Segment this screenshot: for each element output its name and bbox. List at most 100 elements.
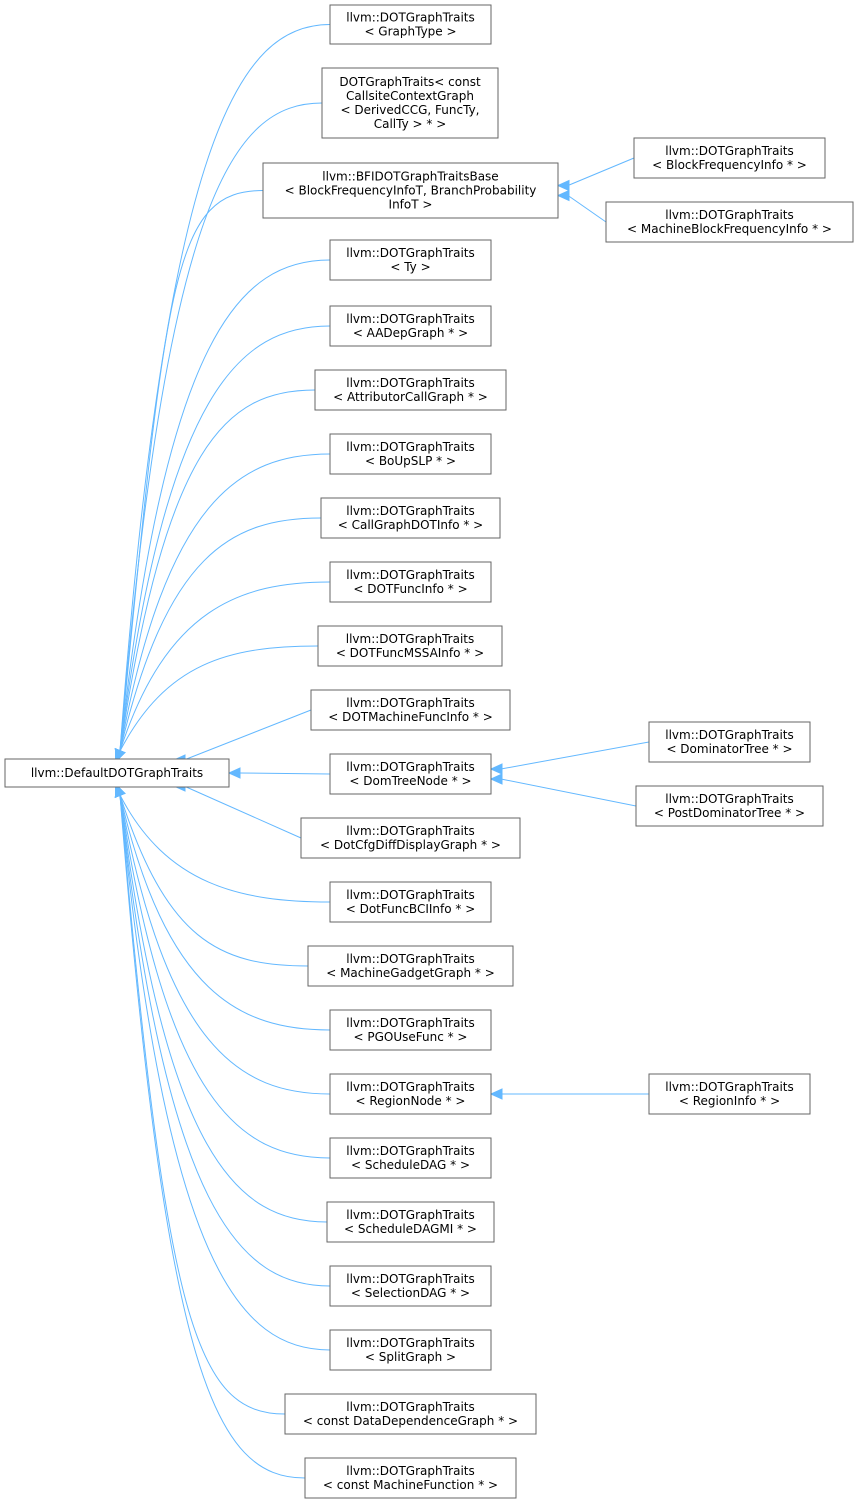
node-box: [648, 721, 811, 763]
node-label-line: llvm::DOTGraphTraits: [346, 312, 475, 326]
class-node-graphtype[interactable]: llvm::DOTGraphTraits< GraphType >: [329, 4, 492, 45]
node-label-line: < BlockFrequencyInfoT, BranchProbability: [285, 184, 537, 198]
node-label-line: < const MachineFunction * >: [323, 1478, 498, 1492]
node-box: [329, 1073, 492, 1115]
node-box: [329, 305, 492, 347]
arrowhead: [227, 767, 241, 779]
node-label-line: llvm::DOTGraphTraits: [346, 1272, 475, 1286]
node-label-line: < DominatorTree * >: [666, 742, 792, 756]
arrowhead: [489, 763, 503, 775]
node-box: [329, 881, 492, 923]
node-box: [605, 201, 854, 243]
class-node-machineblockfreq[interactable]: llvm::DOTGraphTraits< MachineBlockFreque…: [605, 201, 854, 243]
node-label-line: < BoUpSLP * >: [365, 454, 456, 468]
node-box: [329, 561, 492, 603]
node-label-line: llvm::DOTGraphTraits: [346, 1016, 475, 1030]
class-node-pgousefunc[interactable]: llvm::DOTGraphTraits< PGOUseFunc * >: [329, 1009, 492, 1051]
edge-dotmachinefunc-to-default: [172, 709, 312, 766]
node-label-line: llvm::DOTGraphTraits: [346, 1400, 475, 1414]
class-node-regionnode[interactable]: llvm::DOTGraphTraits< RegionNode * >: [329, 1073, 492, 1115]
node-label-line: CallTy > * >: [374, 117, 447, 131]
node-box: [321, 67, 499, 139]
node-label-line: < RegionNode * >: [356, 1094, 466, 1108]
class-node-datadependence[interactable]: llvm::DOTGraphTraits< const DataDependen…: [284, 1393, 537, 1435]
node-box: [326, 1201, 495, 1243]
node-label-line: < PGOUseFunc * >: [353, 1030, 467, 1044]
node-box: [304, 1457, 517, 1499]
class-node-dotmachinefunc[interactable]: llvm::DOTGraphTraits< DOTMachineFuncInfo…: [310, 689, 511, 731]
edge-blockfreq-to-bfibase: [556, 157, 635, 192]
node-label-line: llvm::DOTGraphTraits: [346, 1144, 475, 1158]
edge-dotfuncbci-to-default: [114, 783, 331, 903]
edge-scheduledag-to-default: [114, 783, 331, 1159]
node-box: [329, 1137, 492, 1179]
node-label-line: < DOTFuncInfo * >: [353, 582, 467, 596]
node-box: [4, 758, 230, 788]
class-node-dominatortree[interactable]: llvm::DOTGraphTraits< DominatorTree * >: [648, 721, 811, 763]
class-node-callsite[interactable]: DOTGraphTraits< constCallsiteContextGrap…: [321, 67, 499, 139]
class-node-postdominatortree[interactable]: llvm::DOTGraphTraits< PostDominatorTree …: [635, 785, 824, 827]
class-node-machinegadget[interactable]: llvm::DOTGraphTraits< MachineGadgetGraph…: [307, 945, 514, 987]
class-node-bfibase[interactable]: llvm::BFIDOTGraphTraitsBase< BlockFreque…: [262, 162, 559, 219]
node-box: [310, 689, 511, 731]
node-box: [329, 1009, 492, 1051]
node-box: [329, 1265, 492, 1307]
node-box: [329, 4, 492, 45]
class-node-scheduledagmi[interactable]: llvm::DOTGraphTraits< ScheduleDAGMI * >: [326, 1201, 495, 1243]
class-node-regioninfo[interactable]: llvm::DOTGraphTraits< RegionInfo * >: [648, 1073, 811, 1115]
node-label-line: < DotFuncBCIInfo * >: [346, 902, 476, 916]
class-node-attributor[interactable]: llvm::DOTGraphTraits< AttributorCallGrap…: [314, 369, 507, 411]
node-box: [262, 162, 559, 219]
node-label-line: < DOTMachineFuncInfo * >: [328, 710, 493, 724]
node-box: [307, 945, 514, 987]
node-label-line: < RegionInfo * >: [679, 1094, 780, 1108]
class-node-dotfuncbci[interactable]: llvm::DOTGraphTraits< DotFuncBCIInfo * >: [329, 881, 492, 923]
edge-dominatortree-to-domtreenode: [489, 741, 650, 775]
node-label-line: CallsiteContextGraph: [346, 89, 474, 103]
edge-pgousefunc-to-default: [114, 783, 331, 1031]
class-node-default[interactable]: llvm::DefaultDOTGraphTraits: [4, 758, 230, 788]
class-node-dotcfgdiff[interactable]: llvm::DOTGraphTraits< DotCfgDiffDisplayG…: [300, 817, 521, 859]
node-label-line: < Ty >: [390, 260, 430, 274]
node-label-line: llvm::DOTGraphTraits: [346, 952, 475, 966]
node-label-line: llvm::DOTGraphTraits: [346, 440, 475, 454]
node-label-line: llvm::DOTGraphTraits: [346, 1336, 475, 1350]
class-node-machinefunction[interactable]: llvm::DOTGraphTraits< const MachineFunct…: [304, 1457, 517, 1499]
node-label-line: < MachineGadgetGraph * >: [326, 966, 495, 980]
node-label-line: < SelectionDAG * >: [351, 1286, 470, 1300]
class-node-domtreenode[interactable]: llvm::DOTGraphTraits< DomTreeNode * >: [329, 753, 492, 795]
node-label-line: llvm::DOTGraphTraits: [346, 824, 475, 838]
node-label-line: llvm::DOTGraphTraits: [665, 208, 794, 222]
node-box: [320, 497, 501, 539]
class-node-ty[interactable]: llvm::DOTGraphTraits< Ty >: [329, 239, 492, 281]
class-node-splitgraph[interactable]: llvm::DOTGraphTraits< SplitGraph >: [329, 1329, 492, 1371]
node-label-line: llvm::DOTGraphTraits: [665, 144, 794, 158]
node-label-line: < DomTreeNode * >: [349, 774, 471, 788]
class-node-dotfuncmssa[interactable]: llvm::DOTGraphTraits< DOTFuncMSSAInfo * …: [317, 625, 503, 667]
node-label-line: < AttributorCallGraph * >: [333, 390, 488, 404]
edge-dotfuncmssa-to-default: [114, 645, 319, 763]
class-node-boupslp[interactable]: llvm::DOTGraphTraits< BoUpSLP * >: [329, 433, 492, 475]
node-label-line: < SplitGraph >: [365, 1350, 456, 1364]
node-label-line: InfoT >: [389, 198, 433, 212]
class-node-aadep[interactable]: llvm::DOTGraphTraits< AADepGraph * >: [329, 305, 492, 347]
node-box: [329, 1329, 492, 1371]
node-label-line: < PostDominatorTree * >: [654, 806, 805, 820]
node-label-line: llvm::DOTGraphTraits: [665, 728, 794, 742]
node-label-line: llvm::DOTGraphTraits: [346, 11, 475, 25]
class-node-selectiondag[interactable]: llvm::DOTGraphTraits< SelectionDAG * >: [329, 1265, 492, 1307]
node-label-line: llvm::DOTGraphTraits: [346, 376, 475, 390]
edges-layer: [114, 24, 650, 1479]
class-node-dotfunc[interactable]: llvm::DOTGraphTraits< DOTFuncInfo * >: [329, 561, 492, 603]
arrowhead: [489, 1088, 503, 1100]
class-node-callgraphdot[interactable]: llvm::DOTGraphTraits< CallGraphDOTInfo *…: [320, 497, 501, 539]
class-node-scheduledag[interactable]: llvm::DOTGraphTraits< ScheduleDAG * >: [329, 1137, 492, 1179]
node-box: [329, 753, 492, 795]
edge-selectiondag-to-default: [114, 783, 331, 1287]
node-label-line: DOTGraphTraits< const: [339, 75, 481, 89]
class-node-blockfreq[interactable]: llvm::DOTGraphTraits< BlockFrequencyInfo…: [633, 137, 826, 179]
node-label-line: llvm::DOTGraphTraits: [346, 760, 475, 774]
node-label-line: < BlockFrequencyInfo * >: [652, 158, 807, 172]
node-label-line: < DOTFuncMSSAInfo * >: [336, 646, 484, 660]
edge-splitgraph-to-default: [114, 783, 331, 1351]
